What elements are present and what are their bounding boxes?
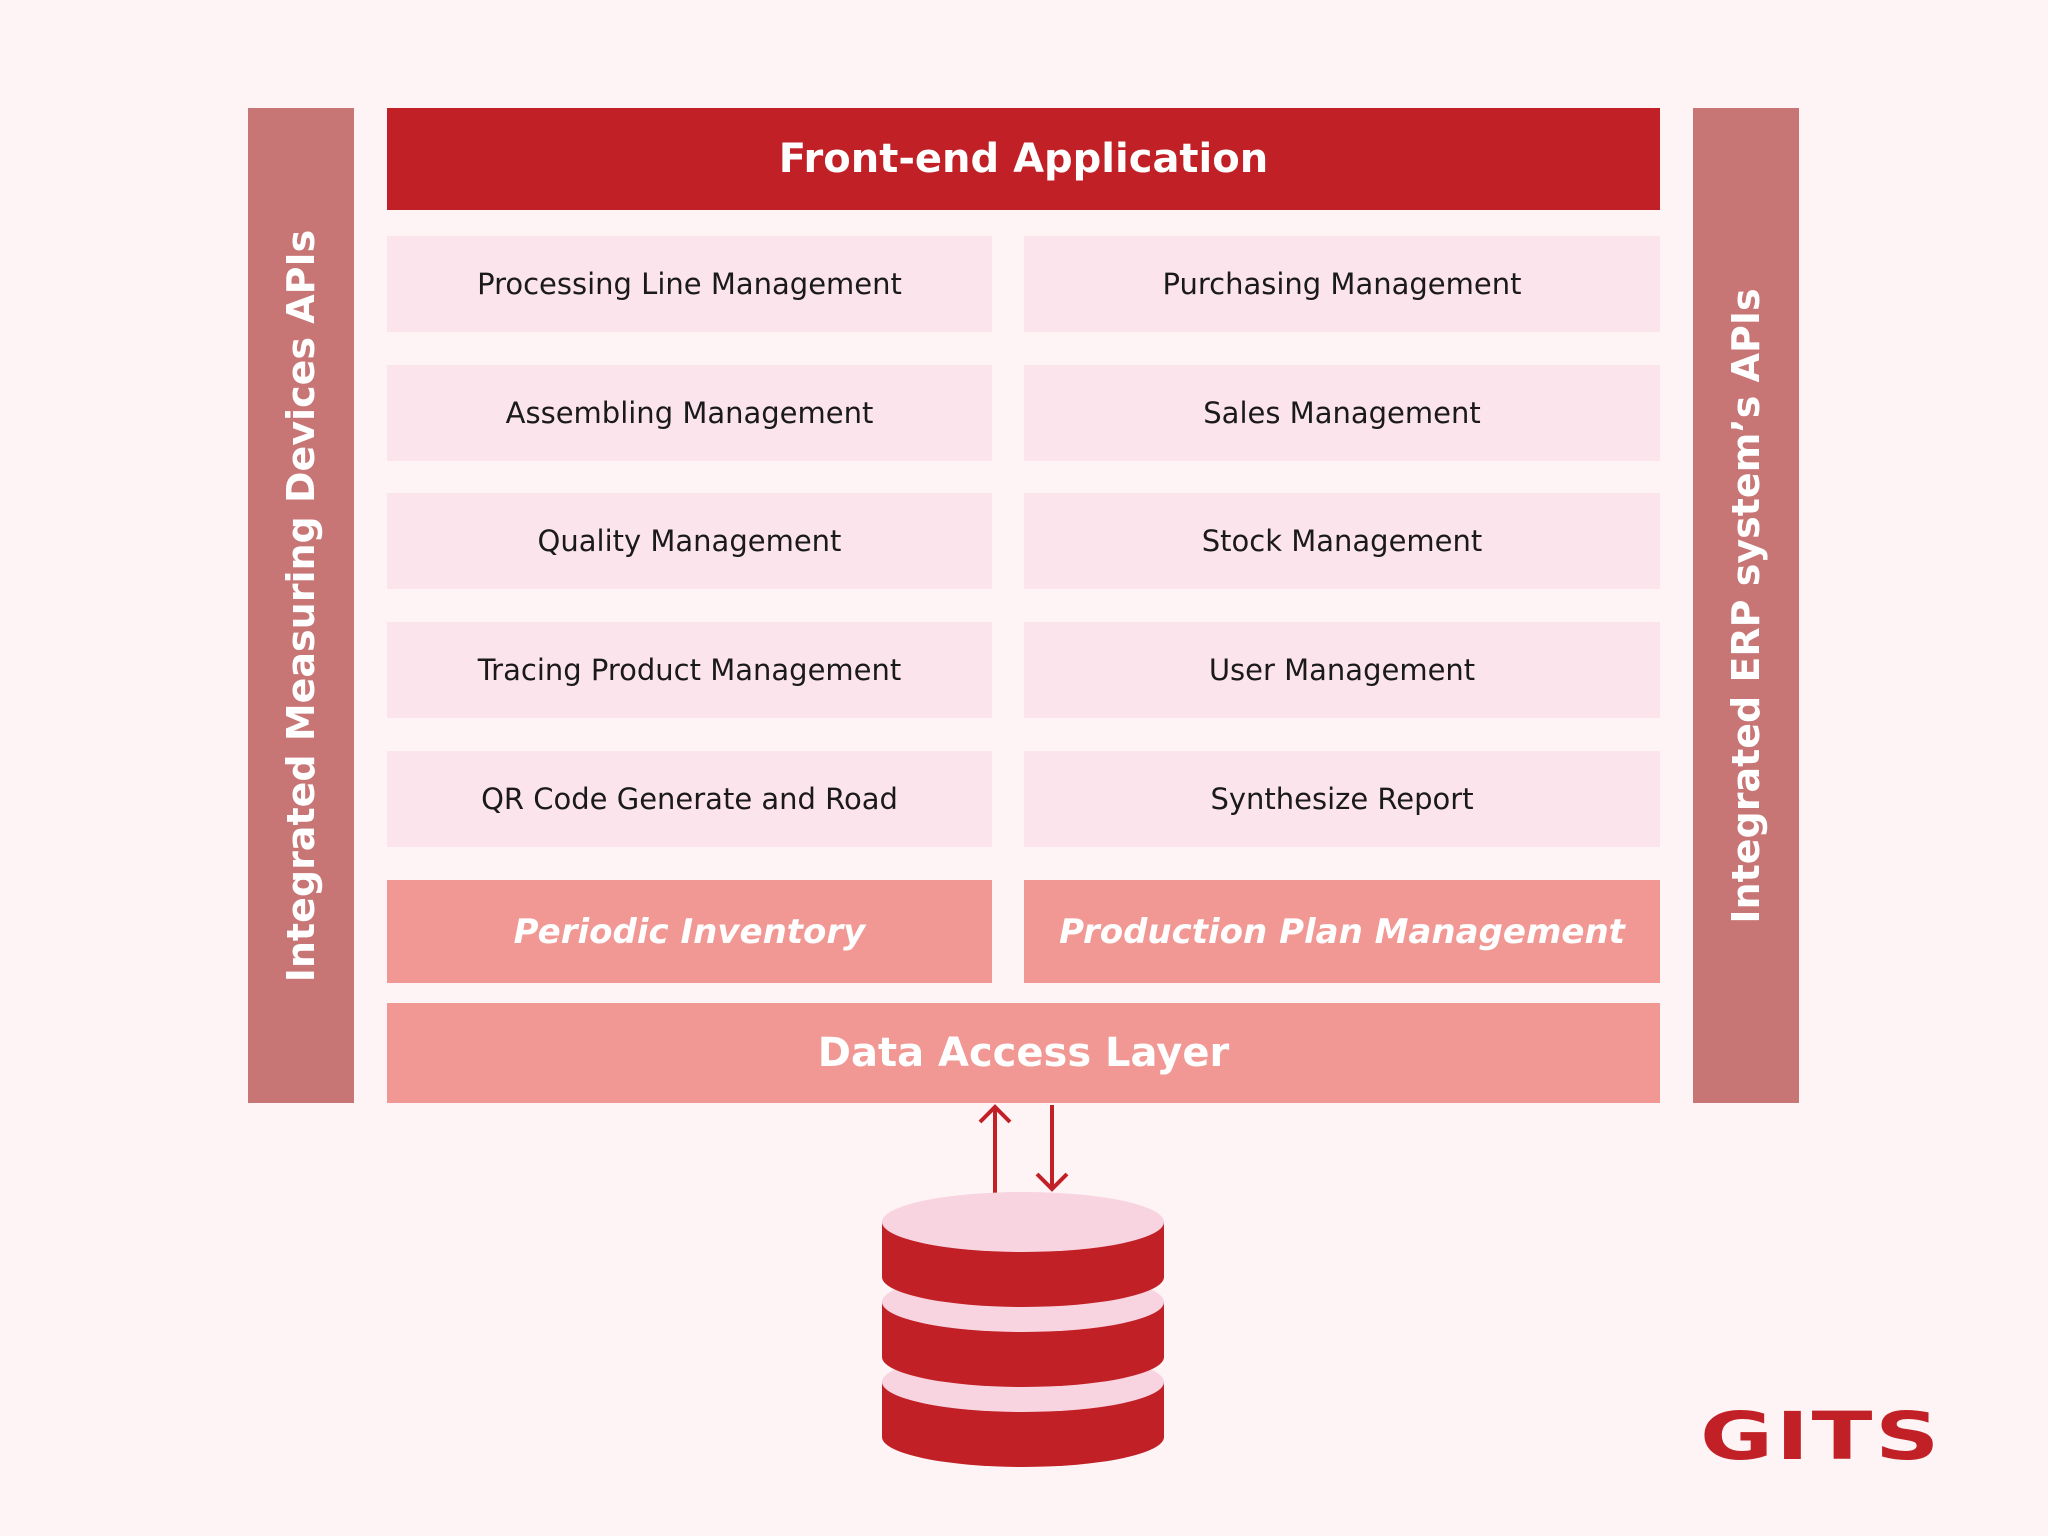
database-icon — [882, 1192, 1164, 1467]
module-label: Processing Line Management — [477, 267, 902, 301]
module-label: User Management — [1208, 653, 1476, 687]
data-access-label: Data Access Layer — [817, 1030, 1230, 1076]
module-user: User Management — [1024, 622, 1660, 718]
module-stock: Stock Management — [1024, 493, 1660, 589]
module-sales: Sales Management — [1024, 365, 1660, 461]
module-label: Purchasing Management — [1162, 267, 1522, 301]
logo-text: GITS — [1700, 1398, 1943, 1475]
module-label: Quality Management — [537, 524, 842, 558]
arrow-down-icon — [1035, 1105, 1069, 1192]
module-label: Stock Management — [1201, 524, 1483, 558]
module-production-plan: Production Plan Management — [1024, 880, 1660, 983]
frontend-application-header: Front-end Application — [387, 108, 1660, 210]
module-processing-line: Processing Line Management — [387, 236, 992, 332]
module-purchasing: Purchasing Management — [1024, 236, 1660, 332]
module-periodic-inventory: Periodic Inventory — [387, 880, 992, 983]
special-module-label: Periodic Inventory — [513, 911, 866, 952]
module-synthesize-report: Synthesize Report — [1024, 751, 1660, 847]
module-tracing-product: Tracing Product Management — [387, 622, 992, 718]
left-sidebar-label: Integrated Measuring Devices APIs — [279, 229, 323, 982]
module-label: QR Code Generate and Road — [481, 782, 898, 816]
right-sidebar: Integrated ERP system’s APIs — [1693, 108, 1799, 1103]
data-access-layer: Data Access Layer — [387, 1003, 1660, 1103]
header-title: Front-end Application — [778, 136, 1269, 182]
module-assembling: Assembling Management — [387, 365, 992, 461]
module-label: Sales Management — [1203, 396, 1481, 430]
module-label: Synthesize Report — [1210, 782, 1474, 816]
module-qr-code: QR Code Generate and Road — [387, 751, 992, 847]
gits-logo: GITS — [1700, 1398, 1942, 1475]
special-module-label: Production Plan Management — [1059, 911, 1625, 952]
arrow-up-icon — [978, 1104, 1012, 1193]
right-sidebar-label: Integrated ERP system’s APIs — [1724, 287, 1768, 924]
module-label: Tracing Product Management — [477, 653, 902, 687]
module-label: Assembling Management — [505, 396, 874, 430]
left-sidebar: Integrated Measuring Devices APIs — [248, 108, 354, 1103]
module-quality: Quality Management — [387, 493, 992, 589]
